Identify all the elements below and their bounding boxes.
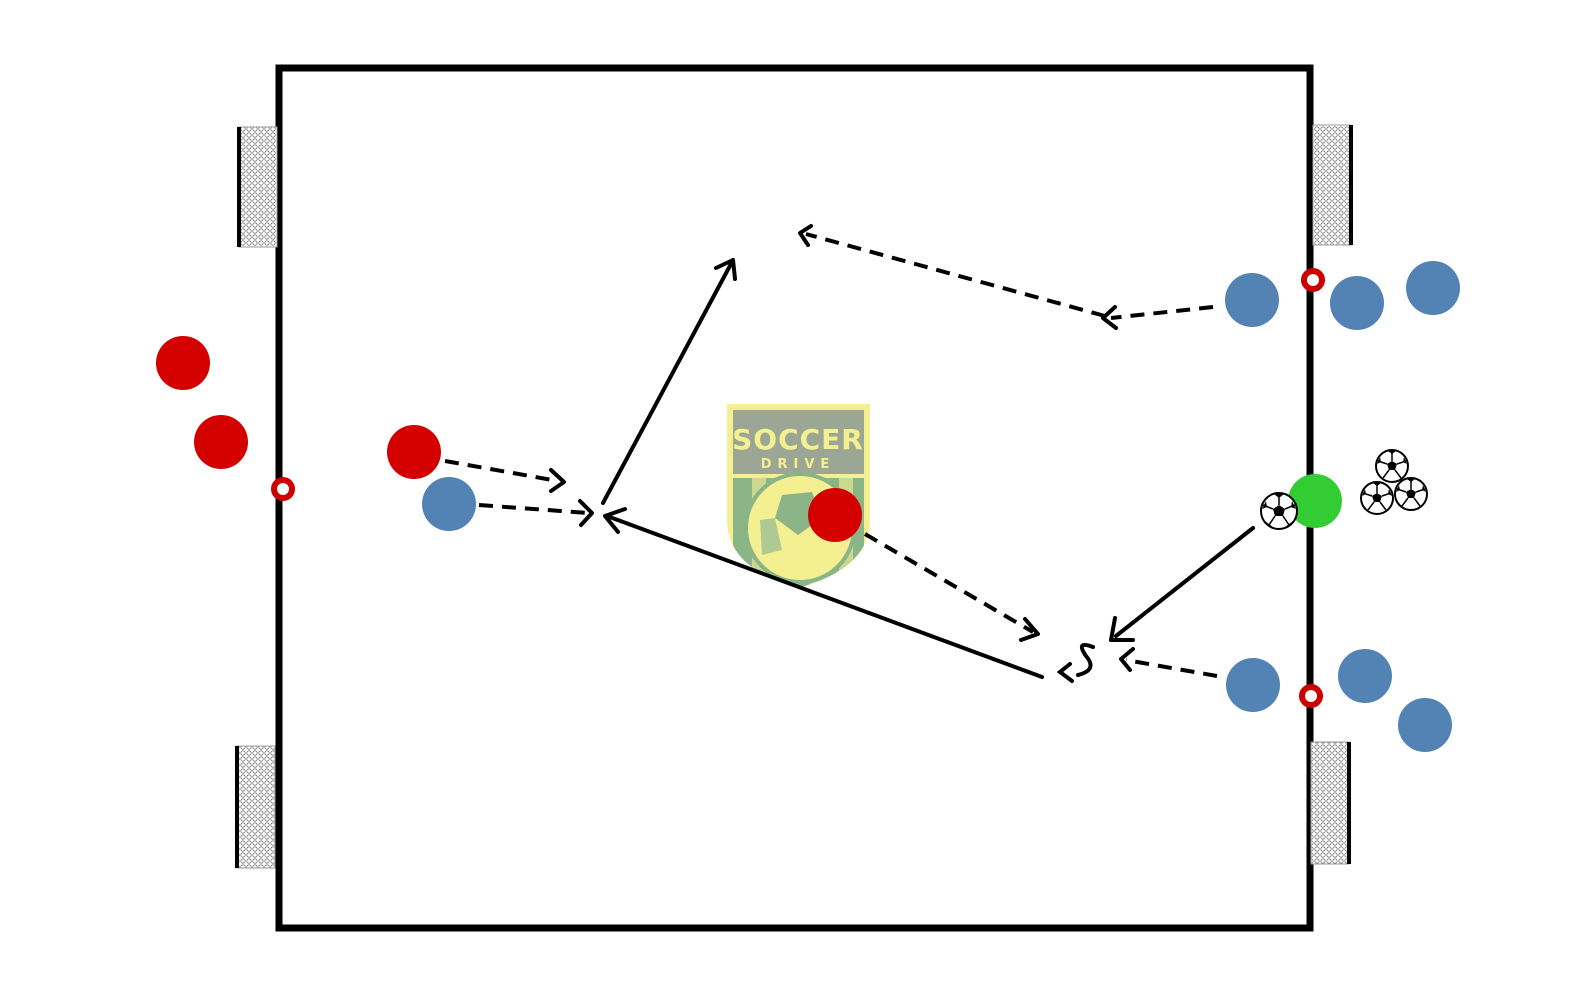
cone-right-bottom <box>1299 684 1323 708</box>
pass-3 <box>601 260 734 505</box>
pass-1 <box>1114 526 1255 638</box>
goal-left-top <box>237 126 278 248</box>
soccer-balls <box>1260 449 1428 530</box>
run-blue-top-2 <box>805 232 1106 318</box>
pass-2 <box>605 514 1044 679</box>
run-blue-bottom <box>1125 658 1218 678</box>
blue-team <box>422 261 1460 752</box>
logo-line2: DRIVE <box>761 457 836 472</box>
blue-player <box>1226 658 1280 712</box>
red-team <box>156 336 862 542</box>
red-player <box>808 488 862 542</box>
run-arrows <box>444 232 1218 678</box>
soccer-ball-icon <box>1360 481 1394 515</box>
pass-arrows <box>601 258 1255 679</box>
logo-line1: SOCCER <box>732 423 864 456</box>
cone-right-top <box>1301 268 1325 292</box>
blue-player <box>1225 273 1279 327</box>
red-player <box>194 415 248 469</box>
run-blue-left <box>478 503 589 515</box>
run-arrowheads <box>549 224 1135 672</box>
dribble-marker <box>1056 642 1095 683</box>
run-red-center <box>863 532 1035 634</box>
soccer-ball-icon <box>1375 449 1409 483</box>
cone-left <box>271 477 295 501</box>
goal-left-bottom <box>235 745 276 869</box>
goal-right-bottom <box>1310 741 1351 865</box>
red-player <box>387 425 441 479</box>
blue-player <box>1406 261 1460 315</box>
blue-player <box>1398 698 1452 752</box>
run-red-left <box>444 459 559 483</box>
soccer-ball-icon <box>1394 477 1428 511</box>
soccer-ball-icon <box>1260 492 1298 530</box>
blue-player <box>422 477 476 531</box>
blue-player <box>1330 276 1384 330</box>
goal-right-top <box>1312 124 1353 246</box>
server-player <box>1288 474 1342 528</box>
red-player <box>156 336 210 390</box>
blue-player <box>1338 649 1392 703</box>
run-blue-top-1 <box>1110 305 1214 320</box>
